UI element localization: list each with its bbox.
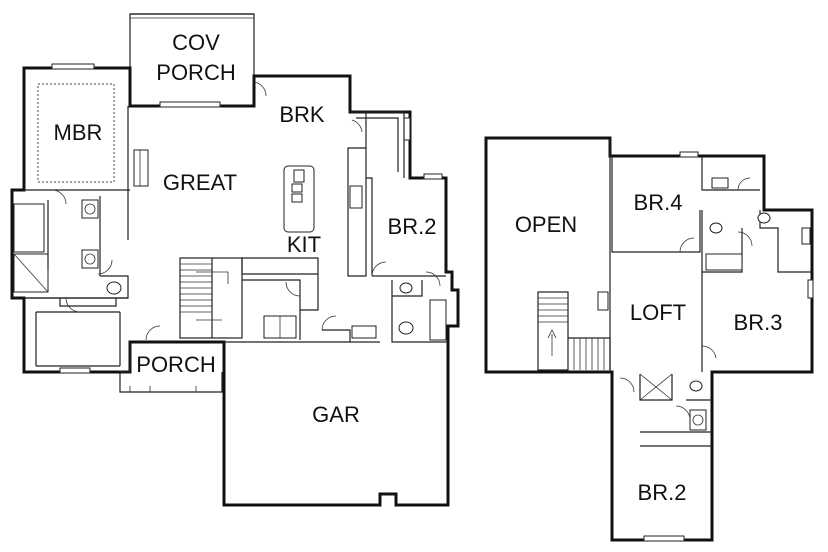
room-label-brk: BRK: [279, 102, 325, 127]
room-label-br2-main: BR.2: [388, 214, 437, 239]
room-label-mbr: MBR: [54, 120, 103, 145]
room-label-porch: PORCH: [136, 352, 215, 377]
room-label-great: GREAT: [163, 170, 237, 195]
room-label-br3: BR.3: [734, 310, 783, 335]
room-label-br4: BR.4: [634, 190, 683, 215]
main-floor-exterior-wall: [10, 66, 460, 507]
main-stairs: [179, 257, 243, 339]
room-label-gar: GAR: [312, 402, 360, 427]
room-label-loft: LOFT: [630, 300, 686, 325]
room-label-cov-porch: COV: [172, 30, 220, 55]
room-label-open: OPEN: [515, 212, 577, 237]
room-labels: COV PORCH MBR BRK GREAT KIT BR.2 PORCH G…: [54, 30, 783, 505]
upper-stairs: [537, 291, 611, 371]
room-label-cov-porch-line2: PORCH: [156, 60, 235, 85]
room-label-br2-upper: BR.2: [638, 480, 687, 505]
front-porch-outline: [119, 342, 223, 393]
room-label-kit: KIT: [287, 232, 321, 257]
mbr-tray-ceiling: [37, 83, 115, 183]
main-floor: [10, 13, 460, 507]
upper-floor: [484, 136, 814, 542]
